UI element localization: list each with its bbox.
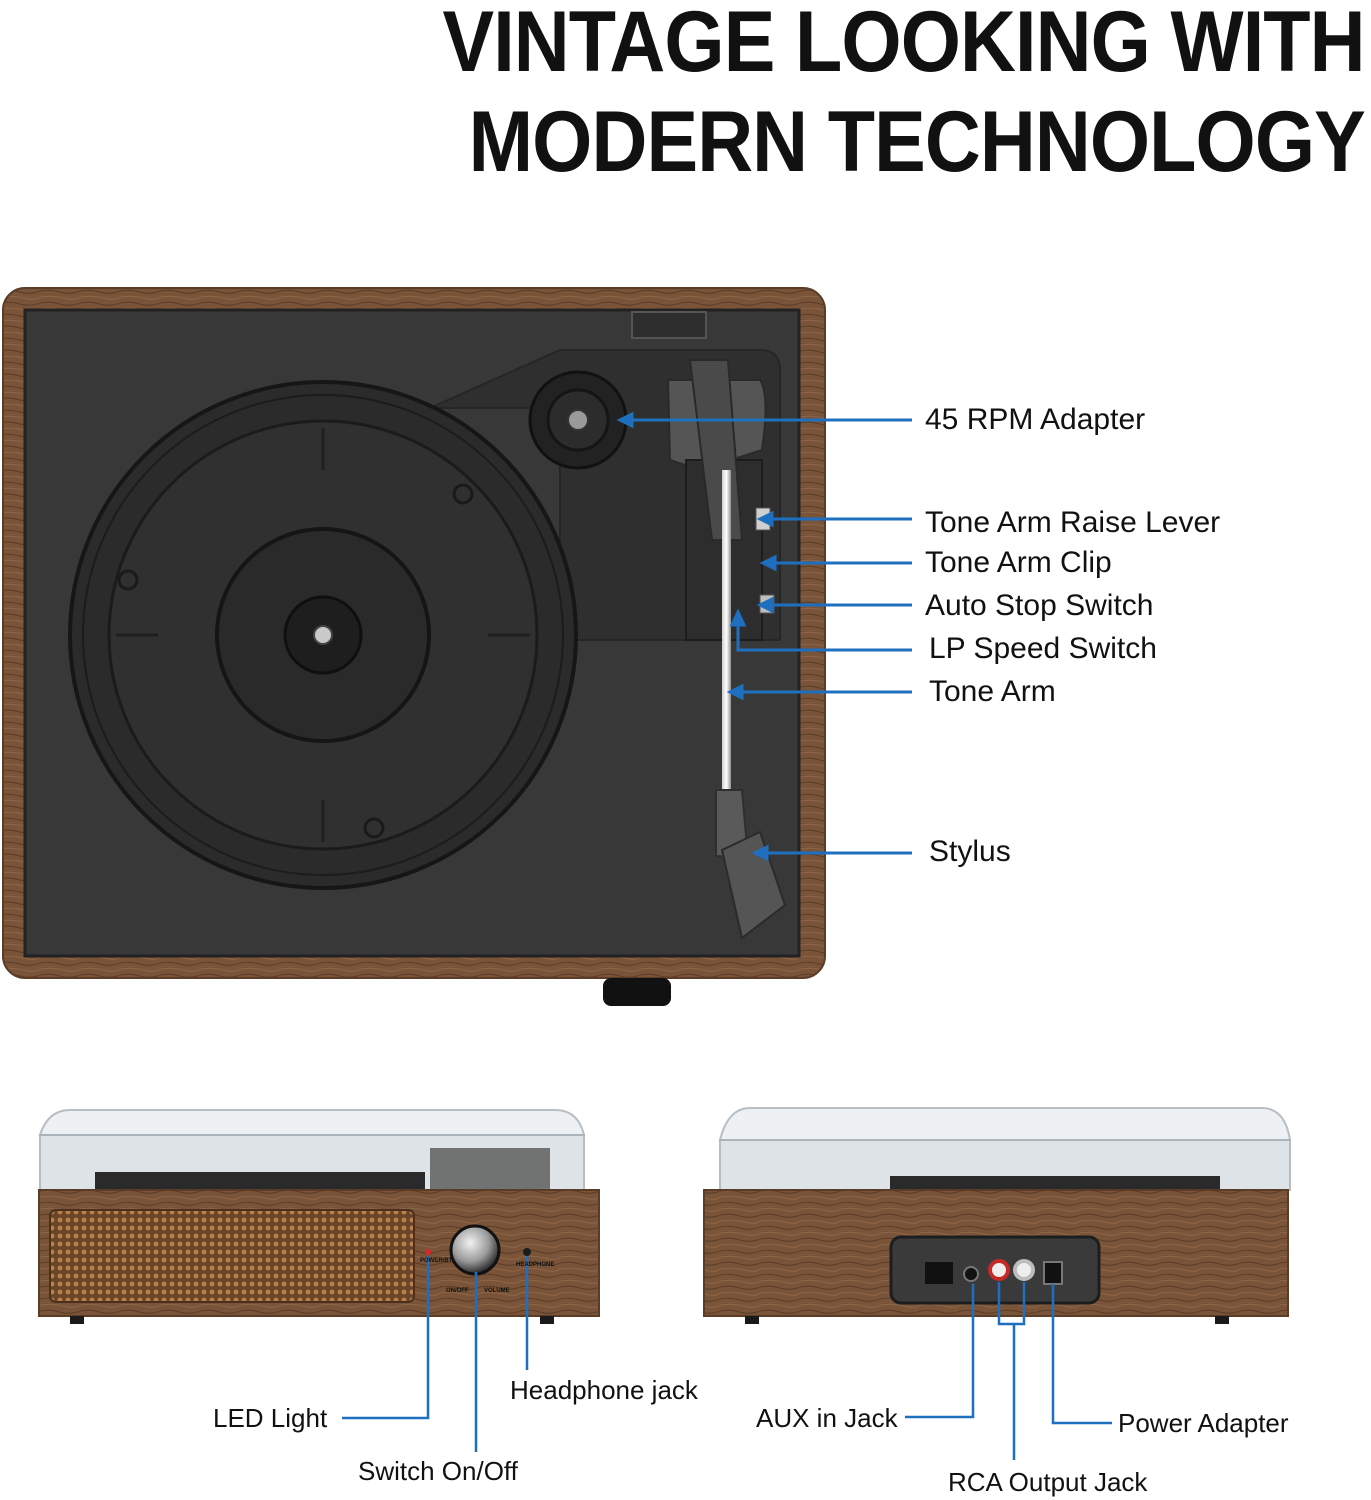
platter: [68, 380, 578, 890]
callout-tone-arm-clip: Tone Arm Clip: [925, 546, 1112, 579]
headphone-marking: HEADPHONE: [516, 1262, 555, 1268]
callout-rca-output-jack: RCA Output Jack: [948, 1467, 1148, 1497]
callout-power-adapter: Power Adapter: [1118, 1408, 1289, 1438]
callout-auto-stop-switch: Auto Stop Switch: [925, 589, 1154, 622]
callout-headphone-jack: Headphone jack: [510, 1375, 698, 1405]
hinge: [631, 311, 707, 339]
tone-arm: [666, 359, 787, 940]
on-off-marking: ON/OFF: [446, 1288, 469, 1294]
callout-45-rpm-adapter: 45 RPM Adapter: [925, 403, 1146, 436]
headline-line-2: MODERN TECHNOLOGY: [468, 94, 1366, 190]
volume-marking: VOLUME: [484, 1288, 510, 1294]
power-bt-marking: POWER/BT: [420, 1258, 453, 1264]
rear-callout-lines: [905, 1282, 1112, 1460]
callout-switch-on-off: Switch On/Off: [358, 1456, 518, 1486]
led-light: [425, 1249, 431, 1255]
45-rpm-adapter: [528, 370, 628, 470]
headphone-port: [523, 1248, 531, 1256]
callout-tone-arm-raise-lever: Tone Arm Raise Lever: [925, 506, 1221, 539]
front-callout-lines: [342, 1256, 529, 1452]
top-callout-lines: [616, 411, 912, 862]
top-view-turntable: [2, 287, 826, 1006]
callout-aux-in-jack: AUX in Jack: [756, 1403, 898, 1433]
callout-tone-arm: Tone Arm: [929, 675, 1056, 708]
front-view-turntable: [38, 1109, 600, 1324]
volume-knob-top: [603, 978, 671, 1006]
power-port: [1043, 1261, 1063, 1285]
rca-left: [1013, 1259, 1035, 1281]
volume-knob: [449, 1224, 501, 1276]
callout-stylus: Stylus: [929, 835, 1011, 868]
aux-port: [963, 1266, 979, 1282]
speaker-grille: [49, 1209, 415, 1303]
rear-view-turntable: [703, 1107, 1292, 1324]
callout-led-light: LED Light: [213, 1403, 328, 1433]
callout-lp-speed-switch: LP Speed Switch: [929, 632, 1157, 665]
headline-line-1: VINTAGE LOOKING WITH: [442, 0, 1366, 90]
rca-right: [988, 1259, 1010, 1281]
stylus-headshell: [720, 830, 787, 940]
